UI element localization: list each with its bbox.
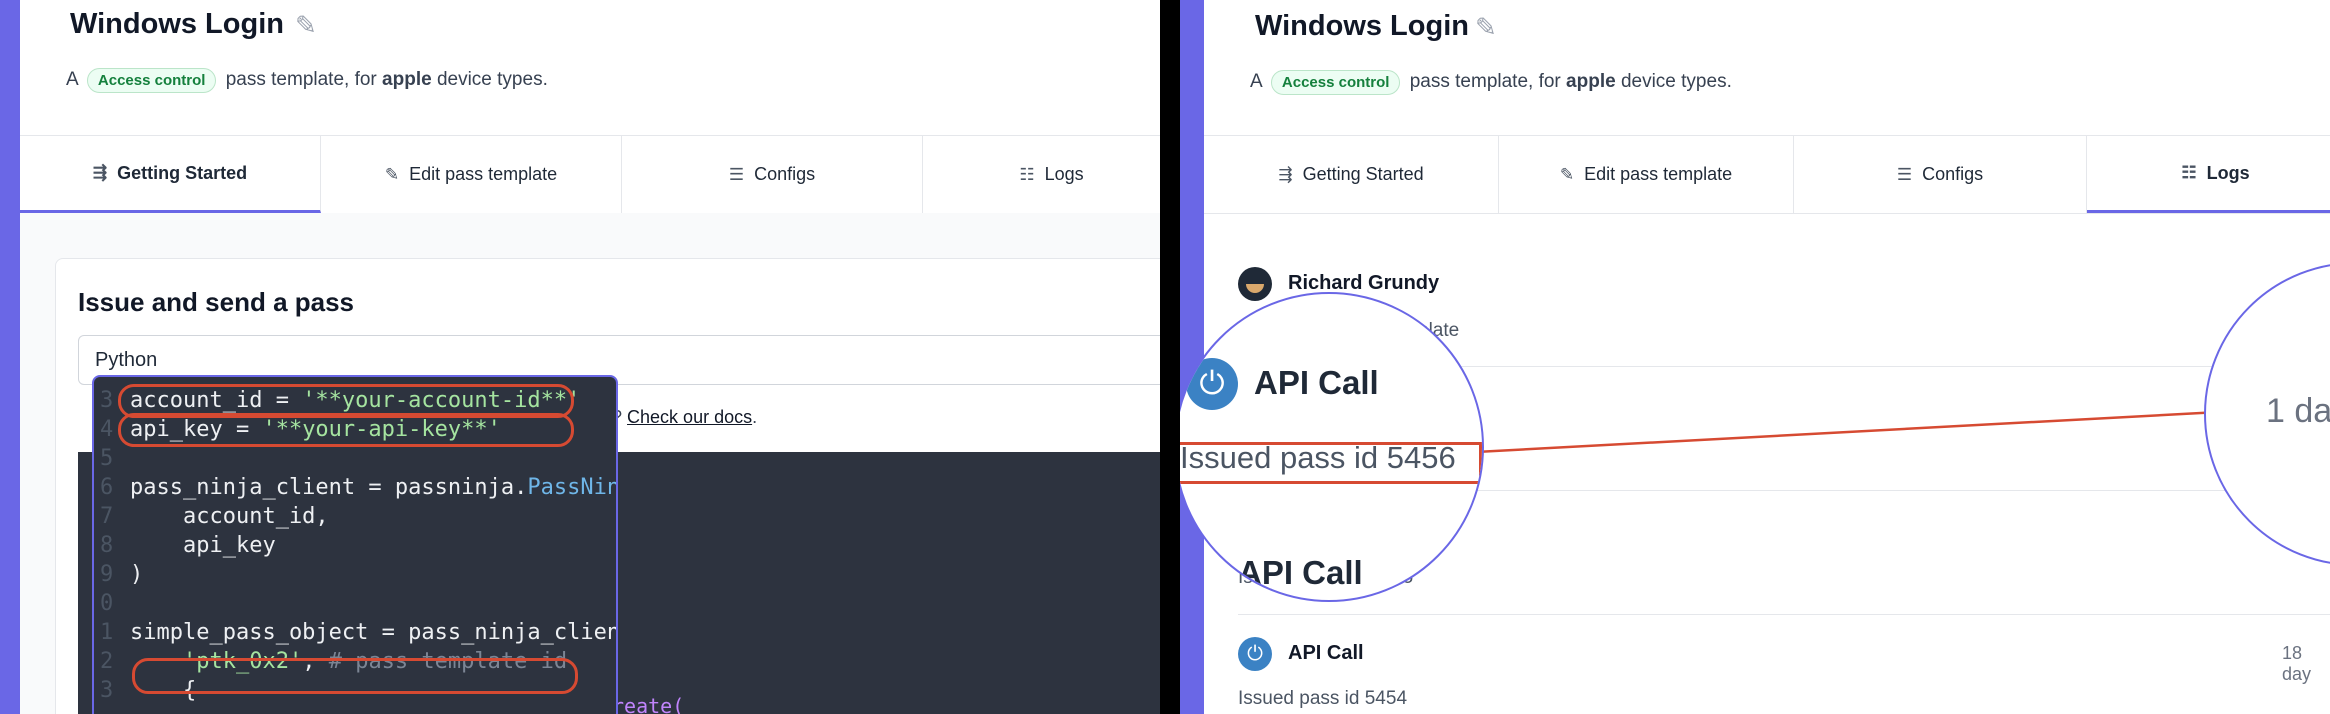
code-line: 0 xyxy=(100,591,114,616)
tab-bar: ⇶ Getting Started ✎ Edit pass template ☰… xyxy=(1204,135,2330,214)
log-separator xyxy=(1238,614,2330,615)
power-icon: ⏻ xyxy=(1238,637,1272,671)
sliders-icon: ☰ xyxy=(1896,164,1913,184)
log-time: 18 day xyxy=(2282,643,2312,684)
tab-label: Configs xyxy=(754,164,816,184)
tab-label: Logs xyxy=(2206,162,2250,183)
right-accent-bar xyxy=(1180,0,1204,714)
code-line: 5 xyxy=(100,446,114,471)
tab-label: Getting Started xyxy=(117,162,248,183)
zoom-log-title: API Call xyxy=(1238,554,1363,591)
language-select[interactable]: Python xyxy=(78,335,1160,385)
left-accent-bar xyxy=(0,0,20,714)
subtitle-prefix: A xyxy=(1250,71,1262,92)
code-line: 9) xyxy=(100,562,144,587)
access-control-badge: Access control xyxy=(86,68,217,93)
tab-logs[interactable]: ☷ Logs xyxy=(2087,136,2330,213)
getting-started-icon: ⇶ xyxy=(92,163,108,182)
left-screenshot-panel: Windows Login ✎ A Access control pass te… xyxy=(0,0,1160,714)
code-line: 7 account_id, xyxy=(100,504,329,529)
tab-getting-started[interactable]: ⇶ Getting Started xyxy=(20,136,321,213)
access-control-badge: Access control xyxy=(1270,70,1401,95)
edit-icon: ✎ xyxy=(1559,164,1575,184)
issued-pass-highlight xyxy=(1180,442,1482,484)
template-id-highlight xyxy=(132,658,578,694)
tab-logs[interactable]: ☷ Logs xyxy=(923,136,1160,213)
zoom-log-title: API Call xyxy=(1254,364,1379,401)
zoom-circle-log-entry: ⏻ API Call Issued pass id 5456 API Call xyxy=(1180,292,1484,602)
page-title: Windows Login xyxy=(70,8,284,40)
subtitle-suffix: device types. xyxy=(436,69,548,90)
log-description: Issued pass id 5454 xyxy=(1238,688,1408,709)
subtitle-suffix: device types. xyxy=(1620,71,1732,92)
page-subtitle: A Access control pass template, for appl… xyxy=(66,68,548,93)
code-line: 3 { xyxy=(100,678,197,703)
avatar xyxy=(1238,267,1272,301)
zoom-log-description: Issued pass id 5456 xyxy=(1180,440,1456,475)
docs-hint: ? Check our docs. xyxy=(612,407,757,428)
tab-label: Configs xyxy=(1922,164,1984,184)
page-subtitle: A Access control pass template, for appl… xyxy=(1250,70,1732,95)
api-key-highlight xyxy=(118,413,574,447)
paperclip-icon[interactable]: ✎ xyxy=(295,10,317,40)
tab-edit-pass-template[interactable]: ✎ Edit pass template xyxy=(321,136,622,213)
zoom-log-time: 1 day xyxy=(2266,392,2330,430)
code-line: 2 'ptk_0x2', # pass template id xyxy=(100,649,568,674)
card-title: Issue and send a pass xyxy=(78,287,355,317)
subtitle-mid: pass template, for xyxy=(225,69,377,90)
log-separator xyxy=(1238,366,2330,367)
log-author: API Call xyxy=(1288,642,1364,664)
docs-suffix: . xyxy=(752,407,758,427)
right-screenshot-panel: Windows Login ✎ A Access control pass te… xyxy=(1180,0,2330,714)
logs-icon: ☷ xyxy=(2181,163,2197,182)
tab-configs[interactable]: ☰ Configs xyxy=(622,136,923,213)
power-icon: ⏻ xyxy=(1186,358,1238,410)
tab-edit-pass-template[interactable]: ✎ Edit pass template xyxy=(1499,136,1794,213)
tab-configs[interactable]: ☰ Configs xyxy=(1794,136,2087,213)
edit-icon: ✎ xyxy=(384,164,400,184)
panel-divider xyxy=(1160,0,1180,714)
tab-label: Edit pass template xyxy=(1584,164,1733,184)
sliders-icon: ☰ xyxy=(728,164,745,184)
device-type: apple xyxy=(1566,71,1616,92)
code-line: 8 api_key xyxy=(100,533,276,558)
tab-label: Getting Started xyxy=(1302,164,1424,184)
subtitle-prefix: A xyxy=(66,69,78,90)
tab-bar: ⇶ Getting Started ✎ Edit pass template ☰… xyxy=(20,135,1160,214)
log-author: Richard Grundy xyxy=(1288,272,1440,294)
subtitle-mid: pass template, for xyxy=(1409,71,1561,92)
language-select-value: Python xyxy=(95,348,158,371)
device-type: apple xyxy=(382,69,432,90)
tab-label: Edit pass template xyxy=(409,164,558,184)
page-title: Windows Login xyxy=(1255,10,1469,42)
tab-getting-started[interactable]: ⇶ Getting Started xyxy=(1204,136,1499,213)
account-id-highlight xyxy=(118,384,574,418)
log-separator xyxy=(1238,490,2330,491)
tab-label: Logs xyxy=(1044,164,1084,184)
logs-icon: ☷ xyxy=(1019,164,1035,184)
check-docs-link[interactable]: Check our docs xyxy=(627,407,753,427)
code-fragment: reate( xyxy=(612,694,685,714)
paperclip-icon[interactable]: ✎ xyxy=(1475,12,1497,42)
getting-started-icon: ⇶ xyxy=(1278,164,1293,184)
